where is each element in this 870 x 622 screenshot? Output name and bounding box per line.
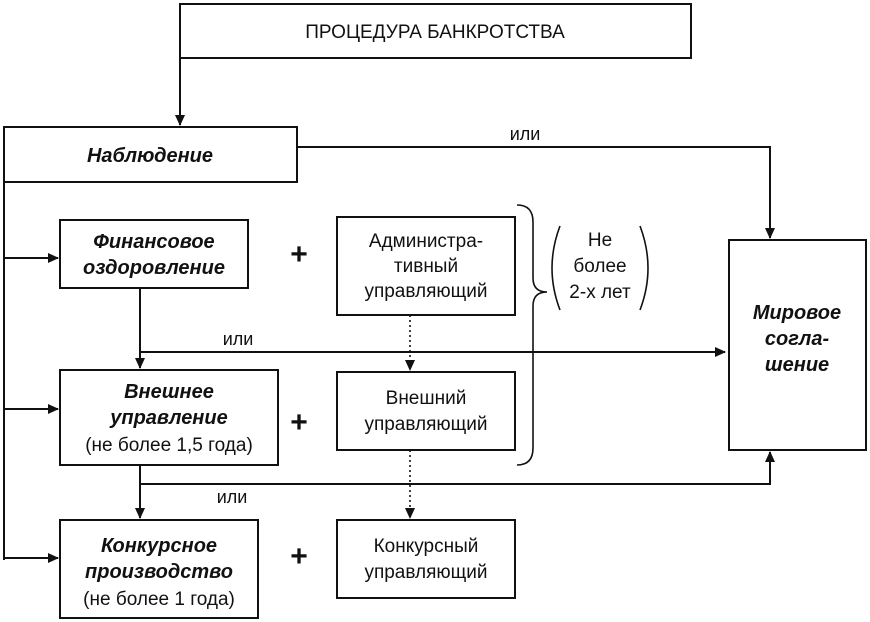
- financial-recovery-box: [59, 219, 249, 289]
- duration-note-line-2: более: [573, 256, 626, 277]
- settlement-line-2: согла-: [765, 328, 830, 350]
- duration-paren-right: [639, 225, 649, 311]
- bankruptcy-proceedings-line-2: производство: [85, 561, 233, 583]
- external-management-line-1: Внешнее: [124, 381, 214, 403]
- administrative-manager-line-1: Администра-: [369, 231, 483, 252]
- plus-sign-1: +: [290, 238, 308, 271]
- or-label-middle: или: [223, 329, 254, 349]
- administrative-manager-box: [336, 216, 516, 316]
- observation-box: [3, 126, 298, 183]
- or-label-bottom: или: [217, 487, 248, 507]
- settlement-box: [728, 239, 867, 451]
- bankruptcy-proceedings-line-1: Конкурсное: [101, 535, 217, 557]
- financial-recovery-line-1: Финансовое: [93, 231, 214, 253]
- observation-label: Наблюдение: [87, 145, 213, 167]
- competitive-manager-line-2: управляющий: [364, 562, 487, 583]
- competitive-manager-line-1: Конкурсный: [374, 536, 479, 557]
- external-manager-line-1: Внешний: [386, 388, 467, 409]
- external-management-line-2: управление: [109, 407, 227, 429]
- plus-sign-3: +: [290, 540, 308, 573]
- curly-brace: [516, 204, 548, 466]
- competitive-manager-box: [336, 519, 516, 599]
- bankruptcy-proceedings-box: [59, 519, 259, 619]
- external-management-line-3: (не более 1,5 года): [85, 435, 253, 456]
- administrative-manager-line-2: тивный: [394, 256, 458, 277]
- financial-recovery-line-2: оздоровление: [83, 257, 225, 279]
- title-box: [179, 3, 692, 59]
- duration-paren-left: [551, 225, 561, 311]
- bankruptcy-proceedings-line-3: (не более 1 года): [83, 589, 235, 610]
- external-manager-box: [336, 371, 516, 451]
- external-manager-line-2: управляющий: [364, 414, 487, 435]
- plus-sign-2: +: [290, 406, 308, 439]
- arrow-external-or-to-settlement: [140, 451, 775, 485]
- title-text: ПРОЦЕДУРА БАНКРОТСТВА: [305, 22, 565, 43]
- duration-note-line-3: 2-х лет: [569, 282, 631, 303]
- duration-note-line-1: Не: [588, 230, 612, 251]
- settlement-line-3: шение: [765, 354, 829, 376]
- arrow-observation-to-settlement: [297, 146, 775, 239]
- or-label-top: или: [510, 124, 541, 144]
- administrative-manager-line-3: управляющий: [364, 281, 487, 302]
- external-management-box: [59, 369, 279, 466]
- settlement-line-1: Мировое: [753, 302, 841, 324]
